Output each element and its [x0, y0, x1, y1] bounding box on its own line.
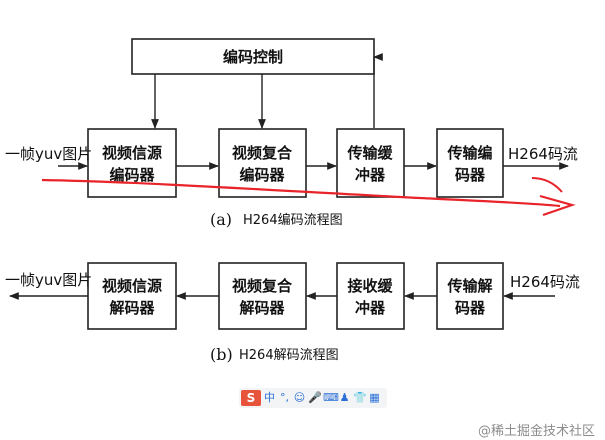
encode-block-source-encoder [87, 128, 177, 198]
ime-skin-icon[interactable]: 👕 [353, 391, 367, 404]
encode-block-transmit-encoder [436, 128, 504, 198]
decode-input-label: H264码流 [510, 273, 580, 291]
decode-caption-text: H264解码流程图 [239, 348, 339, 363]
encode-block-4-line2: 码器 [455, 166, 486, 184]
decode-block-transmit-decoder [436, 262, 504, 330]
ime-emoji-icon[interactable]: ☺ [293, 391, 306, 404]
watermark: @稀土掘金技术社区 [477, 424, 595, 439]
ime-tools-icon[interactable]: ♟ [339, 391, 350, 404]
decode-output-label: 一帧yuv图片 [5, 271, 92, 289]
decode-block-1-line1: 视频信源 [102, 277, 162, 295]
encode-block-2-line1: 视频复合 [232, 144, 293, 162]
ime-menu-icon[interactable]: ▦ [369, 391, 380, 404]
decode-block-4-line1: 传输解 [446, 277, 492, 295]
encode-block-1-line2: 编码器 [109, 166, 155, 184]
encode-output-label: H264码流 [508, 145, 578, 163]
decode-block-3-line1: 接收缓 [347, 277, 393, 295]
ime-punctuation-icon[interactable]: °, [280, 391, 289, 404]
decode-block-source-decoder [87, 262, 177, 330]
ime-keyboard-icon[interactable]: ⌨ [323, 391, 339, 404]
encode-block-2-line2: 编码器 [239, 166, 285, 184]
encode-block-3-line1: 传输缓 [346, 144, 393, 162]
encode-caption-text: H264编码流程图 [243, 213, 343, 228]
encode-block-composite-encoder [218, 128, 307, 198]
decode-block-1-line2: 解码器 [109, 299, 155, 317]
decode-block-3-line2: 冲器 [355, 299, 386, 317]
encode-control-label: 编码控制 [223, 48, 283, 66]
decode-block-4-line2: 码器 [455, 299, 486, 317]
red-annotation-arrowhead [539, 194, 576, 217]
encode-block-transmit-buffer [336, 128, 405, 198]
decode-caption-letter: (b) [210, 345, 233, 364]
encode-block-4-line1: 传输编 [446, 144, 492, 162]
ime-chinese-mode-icon[interactable]: 中 [264, 391, 275, 404]
decode-block-composite-decoder [218, 262, 307, 330]
red-annotation-curl [531, 177, 563, 193]
decode-block-receive-buffer [336, 262, 405, 330]
ime-logo-icon[interactable]: S [241, 390, 261, 406]
encode-control-box [131, 38, 375, 75]
encode-block-1-line1: 视频信源 [102, 144, 162, 162]
decode-block-2-line2: 解码器 [239, 299, 285, 317]
decode-block-2-line1: 视频复合 [232, 277, 293, 295]
red-annotation-line [41, 178, 561, 208]
encode-input-label: 一帧yuv图片 [5, 145, 92, 163]
ime-voice-icon[interactable]: 🎤 [308, 391, 322, 404]
encode-caption-letter: (a) [210, 210, 232, 229]
encode-block-3-line2: 冲器 [355, 166, 386, 184]
ime-toolbar[interactable]: S 中 °, ☺ 🎤 ⌨ ♟ 👕 ▦ [239, 388, 387, 408]
